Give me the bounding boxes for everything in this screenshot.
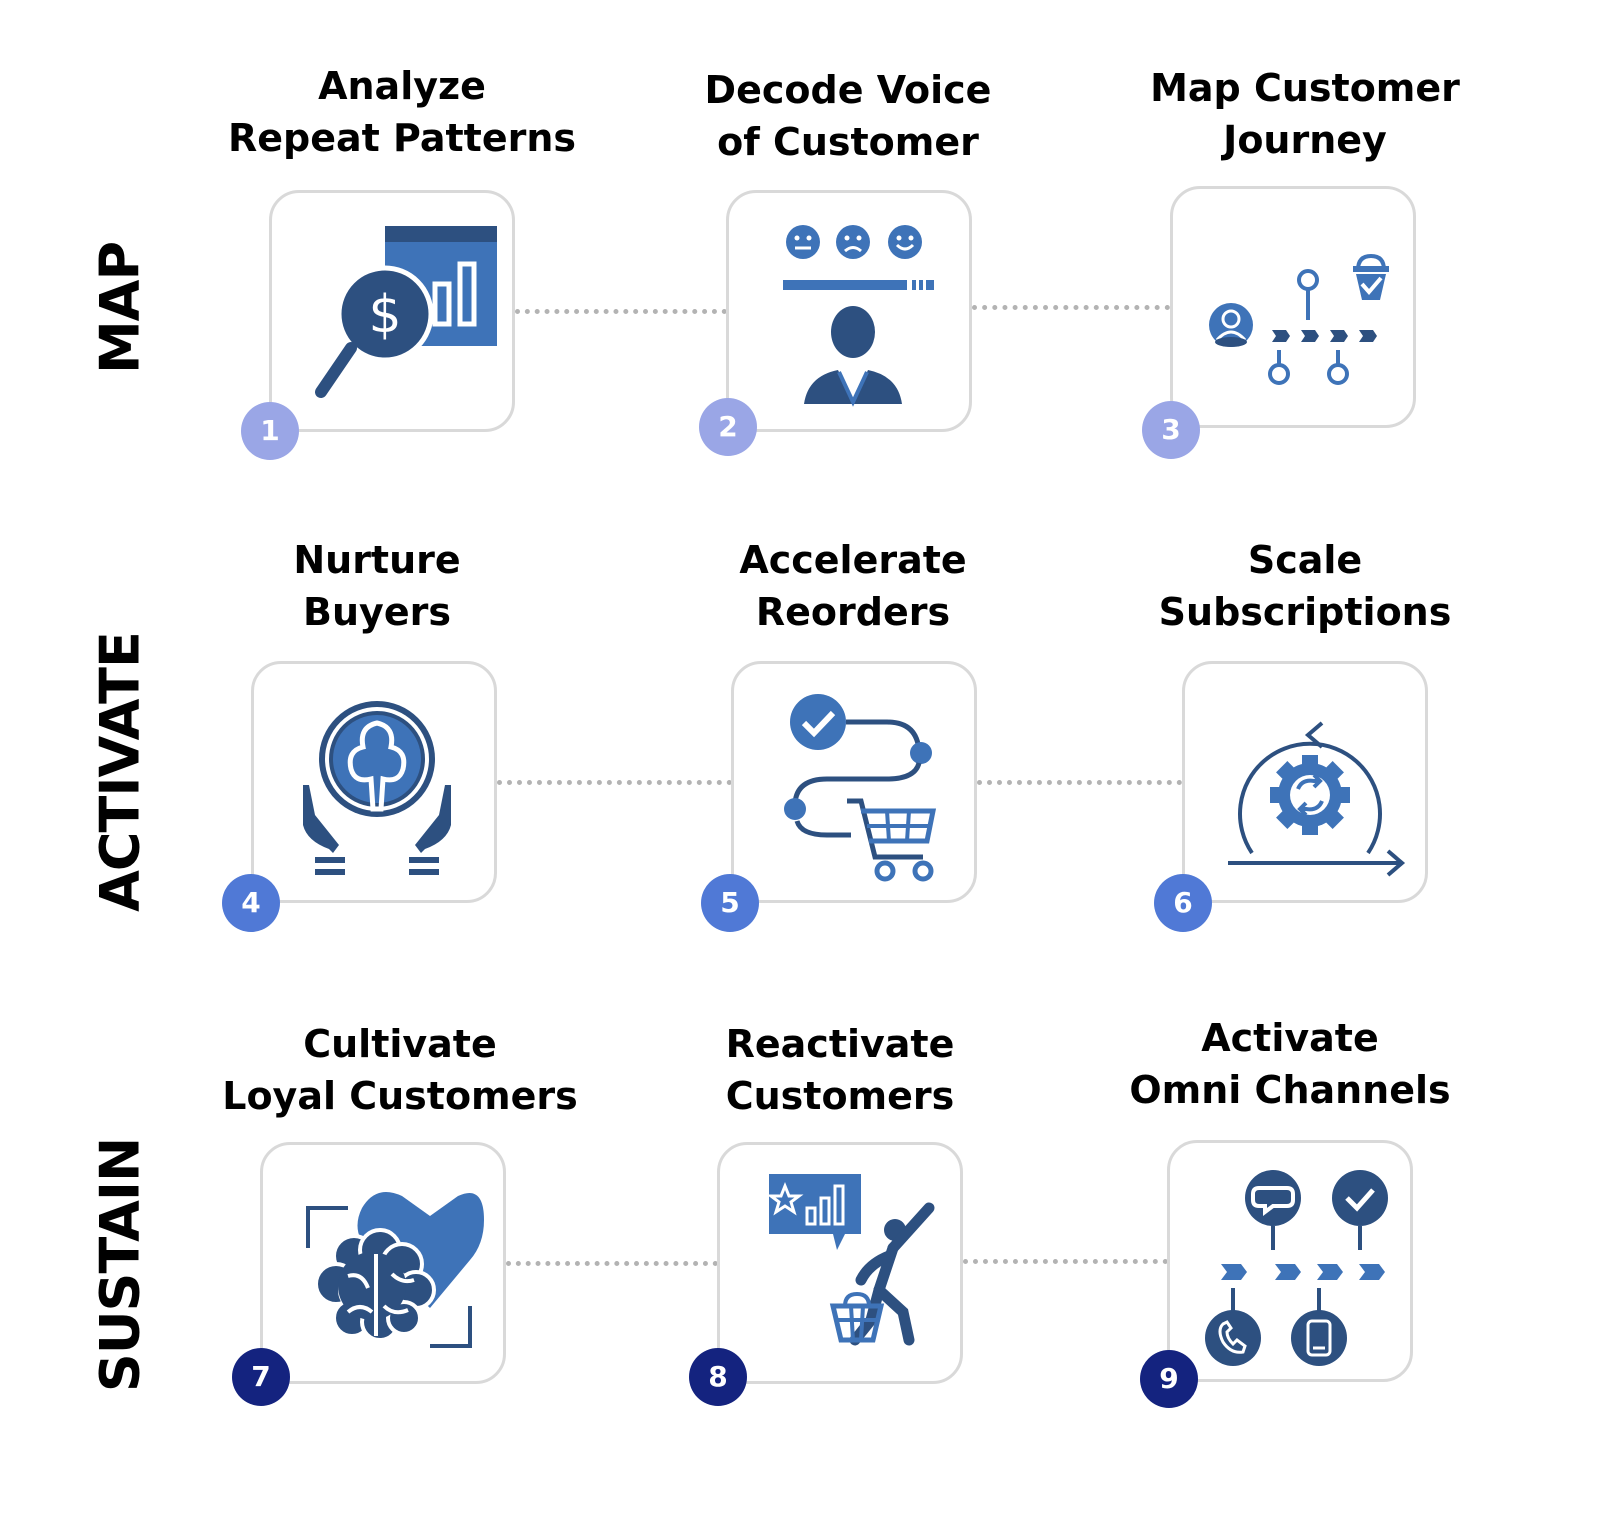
brain-heart-icon <box>306 1192 484 1348</box>
step-1-badge: 1 <box>241 402 299 460</box>
step-3-badge: 3 <box>1142 401 1200 459</box>
connector-5-6 <box>977 780 1182 785</box>
connector-7-8 <box>506 1261 718 1266</box>
step-3-card[interactable] <box>1170 186 1416 428</box>
step-8-badge: 8 <box>689 1348 747 1406</box>
step-7-card[interactable] <box>260 1142 506 1384</box>
journey-map-icon <box>1209 253 1389 385</box>
phase-label-map: MAP <box>88 241 152 375</box>
step-7-badge: 7 <box>232 1348 290 1406</box>
step-1-card[interactable]: $ <box>269 190 515 432</box>
omnichannel-icon <box>1205 1170 1388 1366</box>
connector-1-2 <box>515 309 727 314</box>
shopper-rating-icon <box>766 1174 935 1346</box>
step-6-card[interactable] <box>1182 661 1428 903</box>
step-6-badge: 6 <box>1154 874 1212 932</box>
magnifier-dollar-chart-icon: $ <box>315 226 497 398</box>
checkout-path-cart-icon <box>784 694 937 882</box>
step-9-badge: 9 <box>1140 1350 1198 1408</box>
phase-label-activate: ACTIVATE <box>88 632 152 912</box>
step-4-card[interactable] <box>251 661 497 903</box>
step-9-card[interactable] <box>1167 1140 1413 1382</box>
step-5-card[interactable] <box>731 661 977 903</box>
gear-cycle-icon <box>1228 721 1406 877</box>
phase-label-sustain: SUSTAIN <box>88 1137 152 1393</box>
hands-tree-icon <box>303 701 451 875</box>
step-8-card[interactable] <box>717 1142 963 1384</box>
step-5-badge: 5 <box>701 874 759 932</box>
connector-4-5 <box>497 780 732 785</box>
step-4-badge: 4 <box>222 874 280 932</box>
customer-feedback-icon <box>783 225 934 407</box>
connector-8-9 <box>963 1259 1168 1264</box>
connector-2-3 <box>972 305 1170 310</box>
svg-text:$: $ <box>368 285 401 345</box>
step-2-badge: 2 <box>699 398 757 456</box>
step-2-card[interactable] <box>726 190 972 432</box>
